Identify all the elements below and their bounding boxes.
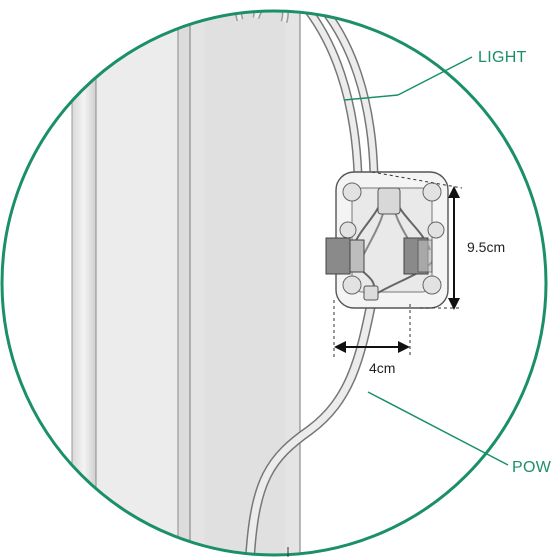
light-leader-line <box>397 56 473 96</box>
connector-left <box>325 237 351 275</box>
magnifier-circle <box>0 9 548 557</box>
frame-edge <box>177 11 191 555</box>
power-leader-line <box>367 391 509 466</box>
power-cable <box>245 299 377 555</box>
junction-box <box>325 171 449 309</box>
frame-profile <box>95 11 179 555</box>
width-label: 4cm <box>369 360 395 376</box>
height-dimension <box>371 171 463 310</box>
power-label: POWER <box>512 459 551 476</box>
light-label: LIGHT <box>478 49 527 66</box>
rail-left <box>71 11 97 555</box>
width-dimension <box>333 300 411 358</box>
height-label: 9.5cm <box>467 239 505 255</box>
